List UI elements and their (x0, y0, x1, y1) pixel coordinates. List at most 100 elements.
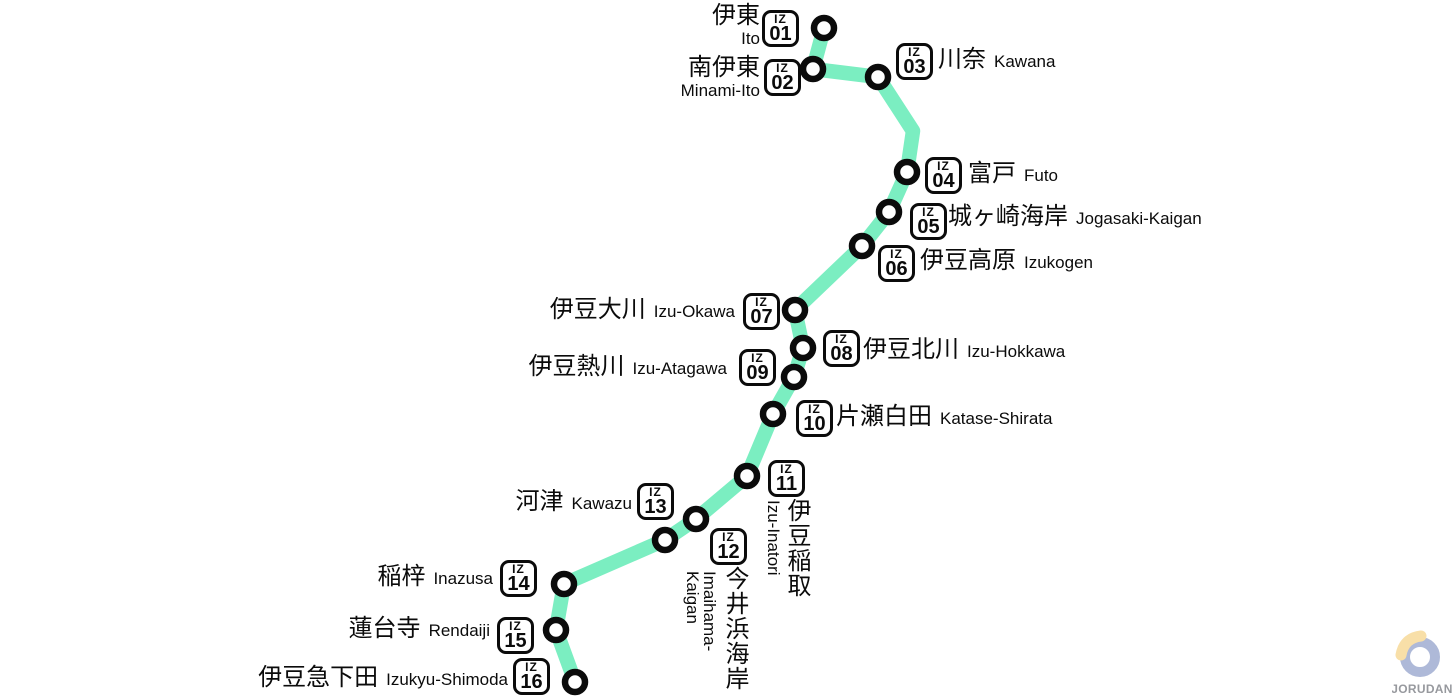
badge-number: 05 (917, 216, 940, 238)
badge-prefix: IZ (512, 562, 525, 576)
station-dot-iz14[interactable] (550, 570, 578, 598)
station-dot-iz06[interactable] (848, 232, 876, 260)
badge-number: 09 (746, 362, 769, 384)
station-label-iz07[interactable]: 伊豆大川 Izu-Okawa (550, 295, 735, 325)
station-badge-iz03[interactable]: IZ 03 (896, 43, 933, 80)
station-badge-iz05[interactable]: IZ 05 (910, 203, 947, 240)
station-dot-iz11[interactable] (733, 462, 761, 490)
station-dot-iz08[interactable] (789, 334, 817, 362)
station-name-ja: 富戸 (968, 160, 1016, 187)
badge-prefix: IZ (509, 619, 522, 633)
station-dot-iz15[interactable] (542, 616, 570, 644)
station-label-iz01[interactable]: 伊東 Ito (712, 2, 760, 48)
station-name-ja: 城ヶ崎海岸 (948, 203, 1068, 230)
station-name-en-iz11: Izu-Inatori (764, 500, 783, 576)
station-label-iz04[interactable]: 富戸 Futo (968, 159, 1058, 189)
station-name-ja: 伊豆大川 (549, 296, 646, 323)
station-dot-iz03[interactable] (864, 63, 892, 91)
station-label-iz16[interactable]: 伊豆急下田 Izukyu-Shimoda (258, 663, 508, 693)
jorudan-logo: JORUDAN (1392, 630, 1452, 696)
station-name-en: Izu-Atagawa (632, 359, 728, 378)
station-dot-iz04[interactable] (893, 158, 921, 186)
station-name-en: Kawazu (571, 494, 632, 513)
station-name-ja: 伊豆急下田 (258, 664, 379, 691)
station-name-en: Jogasaki-Kaigan (1076, 209, 1202, 228)
station-label-iz11[interactable]: 伊豆稲取 (783, 498, 810, 598)
station-dot-iz07[interactable] (781, 296, 809, 324)
badge-prefix: IZ (835, 332, 848, 346)
badge-prefix: IZ (922, 205, 935, 219)
badge-prefix: IZ (751, 351, 764, 365)
station-label-iz02[interactable]: 南伊東 Minami-Ito (681, 54, 760, 100)
badge-number: 11 (775, 473, 798, 495)
badge-prefix: IZ (890, 247, 903, 261)
badge-number: 02 (771, 72, 794, 94)
badge-number: 10 (803, 413, 826, 435)
station-dot-iz02[interactable] (799, 55, 827, 83)
station-badge-iz11[interactable]: IZ 11 (768, 460, 805, 497)
station-badge-iz15[interactable]: IZ 15 (497, 617, 534, 654)
station-name-en: Katase-Shirata (940, 409, 1053, 428)
station-name-en-iz12: Imaihama- Kaigan (683, 571, 719, 652)
station-badge-iz13[interactable]: IZ 13 (637, 483, 674, 520)
badge-number: 03 (903, 56, 926, 78)
station-name-en: Inazusa (433, 569, 493, 588)
station-name-en: Izukyu-Shimoda (386, 670, 508, 689)
badge-prefix: IZ (649, 485, 662, 499)
station-dot-iz05[interactable] (875, 198, 903, 226)
station-name-ja: 蓮台寺 (348, 615, 421, 642)
station-label-iz13[interactable]: 河津 Kawazu (516, 487, 632, 517)
station-badge-iz14[interactable]: IZ 14 (500, 560, 537, 597)
station-name-en: Izukogen (1024, 253, 1093, 272)
station-name-en: Rendaiji (428, 621, 490, 640)
station-badge-iz06[interactable]: IZ 06 (878, 245, 915, 282)
station-badge-iz07[interactable]: IZ 07 (743, 293, 780, 330)
station-name-ja: 伊豆北川 (863, 336, 959, 363)
logo-crescent (1395, 630, 1427, 661)
station-dot-iz09[interactable] (780, 363, 808, 391)
badge-number: 16 (520, 671, 543, 693)
badge-number: 13 (644, 496, 667, 518)
station-badge-iz10[interactable]: IZ 10 (796, 400, 833, 437)
station-name-en: Futo (1024, 166, 1059, 185)
station-name-en: Minami-Ito (680, 81, 760, 100)
station-dot-iz01[interactable] (810, 14, 838, 42)
station-label-iz10[interactable]: 片瀬白田 Katase-Shirata (836, 402, 1052, 432)
station-label-iz05[interactable]: 城ヶ崎海岸 Jogasaki-Kaigan (948, 202, 1202, 232)
station-name-ja: 稲梓 (377, 563, 426, 590)
station-dot-iz10[interactable] (759, 400, 787, 428)
station-name-en: Izu-Hokkawa (967, 342, 1066, 361)
badge-number: 14 (507, 573, 530, 595)
station-label-iz09[interactable]: 伊豆熱川 Izu-Atagawa (529, 352, 728, 382)
badge-number: 04 (932, 170, 955, 192)
station-name-ja: 川奈 (938, 46, 986, 73)
station-label-iz15[interactable]: 蓮台寺 Rendaiji (349, 614, 490, 644)
station-badge-iz02[interactable]: IZ 02 (764, 59, 801, 96)
station-name-ja: 伊豆高原 (920, 247, 1016, 274)
badge-number: 01 (769, 23, 792, 45)
station-label-iz03[interactable]: 川奈 Kawana (938, 45, 1055, 75)
badge-prefix: IZ (937, 159, 950, 173)
station-badge-iz12[interactable]: IZ 12 (710, 528, 747, 565)
station-label-iz14[interactable]: 稲梓 Inazusa (377, 562, 493, 592)
badge-number: 12 (717, 541, 740, 563)
badge-prefix: IZ (755, 295, 768, 309)
badge-prefix: IZ (525, 660, 538, 674)
station-name-ja: 南伊東 (688, 54, 760, 81)
station-badge-iz04[interactable]: IZ 04 (925, 157, 962, 194)
station-badge-iz08[interactable]: IZ 08 (823, 330, 860, 367)
station-name-ja: 伊豆熱川 (528, 353, 625, 380)
badge-number: 15 (504, 630, 527, 652)
station-badge-iz09[interactable]: IZ 09 (739, 349, 776, 386)
badge-number: 08 (830, 343, 853, 365)
station-dot-iz13[interactable] (651, 526, 679, 554)
station-badge-iz01[interactable]: IZ 01 (762, 10, 799, 47)
station-label-iz08[interactable]: 伊豆北川 Izu-Hokkawa (863, 335, 1065, 365)
station-label-iz12[interactable]: 今井浜海岸 (721, 566, 748, 691)
station-dot-iz16[interactable] (561, 668, 589, 696)
station-dot-iz12[interactable] (682, 505, 710, 533)
station-label-iz06[interactable]: 伊豆高原 Izukogen (920, 246, 1093, 276)
station-badge-iz16[interactable]: IZ 16 (513, 658, 550, 695)
